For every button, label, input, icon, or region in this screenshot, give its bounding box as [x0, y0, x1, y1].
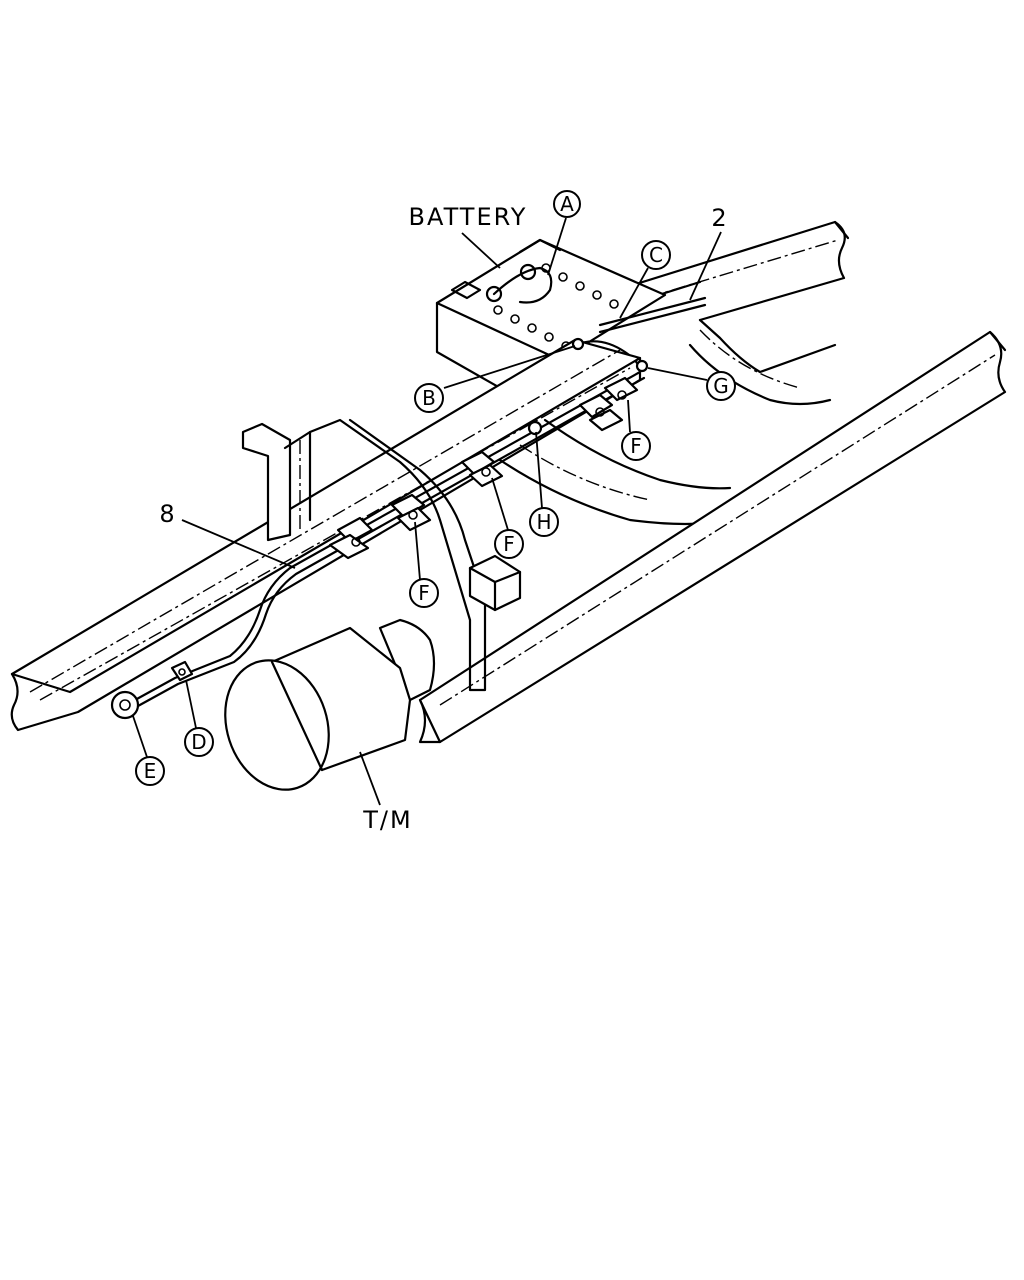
callout-b: B — [414, 383, 444, 413]
callout-f-middle: F — [494, 529, 524, 559]
terminal-b — [571, 337, 585, 351]
leader-lines — [132, 217, 722, 806]
svg-text:H: H — [536, 510, 551, 534]
callout-d: D — [184, 727, 214, 757]
svg-text:F: F — [630, 434, 642, 458]
cable-8 — [133, 370, 646, 708]
terminal-e — [110, 690, 140, 720]
svg-text:C: C — [649, 243, 663, 267]
main-crossmember — [498, 418, 732, 526]
clamp-f-rear — [578, 376, 639, 432]
transmission-label: T/M — [362, 806, 412, 834]
part-8-label: 8 — [159, 500, 176, 528]
svg-text:E: E — [144, 759, 157, 783]
svg-text:G: G — [713, 374, 729, 398]
callout-f-front: F — [409, 578, 439, 608]
clamp-f-front — [328, 493, 432, 560]
grommet-h — [527, 420, 543, 436]
starter-motor — [224, 618, 436, 791]
svg-text:D: D — [191, 730, 206, 754]
clamp-f-middle — [460, 450, 504, 488]
callout-a: A — [553, 190, 581, 218]
terminal-g — [635, 359, 649, 373]
svg-text:F: F — [503, 532, 515, 556]
callout-e: E — [135, 756, 165, 786]
callout-g: G — [706, 371, 736, 401]
svg-text:B: B — [422, 386, 436, 410]
cable-clamps — [110, 337, 649, 720]
battery-label: BATTERY — [409, 203, 528, 231]
svg-text:F: F — [418, 581, 430, 605]
callout-f-rear: F — [621, 431, 651, 461]
svg-text:A: A — [560, 192, 574, 216]
left-frame-rail — [10, 338, 642, 732]
callout-h: H — [529, 507, 559, 537]
rear-crossmember — [688, 318, 837, 406]
right-main-rail — [418, 330, 1007, 744]
clamp-d — [170, 660, 194, 682]
callout-c: C — [641, 240, 671, 270]
cab-mount-bracket — [241, 418, 522, 692]
part-2-label: 2 — [711, 204, 728, 232]
